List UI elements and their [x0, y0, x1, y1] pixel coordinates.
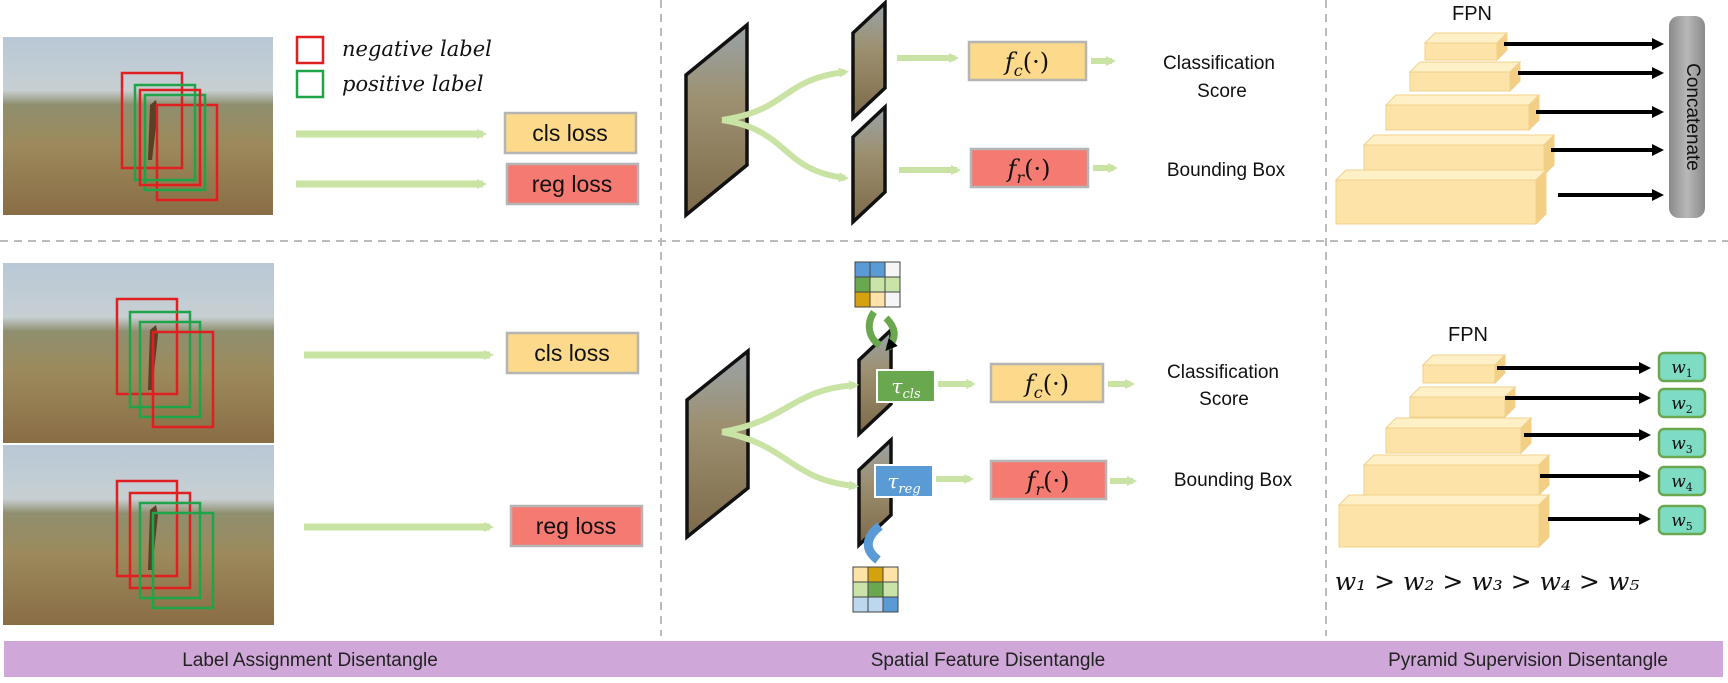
fpn-layer — [1384, 93, 1541, 132]
cls-offset-arrowhead — [883, 315, 898, 352]
head-input-arrows-bottom — [936, 379, 976, 484]
weight-box-2: w2 — [1657, 387, 1707, 419]
svg-text:fr(·): fr(·) — [1025, 467, 1070, 499]
fpn-layer — [1337, 493, 1551, 549]
fpn-title-top: FPN — [1452, 3, 1492, 25]
outputs-top: Classification Score Bounding Box — [1163, 53, 1286, 181]
weight-label: w2 — [1671, 394, 1693, 416]
dividers — [0, 0, 1728, 636]
feature-map-reg-top — [851, 102, 887, 227]
split-arrows-bottom — [721, 380, 859, 491]
cls-loss-label: cls loss — [532, 120, 607, 146]
fpn-layer — [1362, 453, 1551, 497]
feature-map-cls-bottom — [857, 325, 893, 439]
outputs-bottom: Classification Score Bounding Box — [1167, 362, 1293, 491]
split-arrows-top — [721, 53, 961, 183]
fpn-layer — [1408, 60, 1522, 93]
fpn-layer — [1362, 133, 1556, 177]
giraffe-image-bottom-reg — [3, 445, 274, 625]
feature-map-input-bottom — [685, 347, 750, 541]
svg-text:fc(·): fc(·) — [1023, 370, 1069, 402]
weight-inequality: w₁ > w₂ > w₃ > w₄ > w₅ — [1335, 567, 1639, 596]
bbox-label: Bounding Box — [1167, 160, 1286, 181]
legend: negative label positive label — [295, 35, 492, 99]
svg-text:τcls: τcls — [891, 374, 921, 402]
fpn-layer — [1423, 31, 1509, 62]
fpn-pyramid-top — [1334, 31, 1664, 226]
weight-label: w5 — [1671, 511, 1693, 533]
fpn-layer — [1384, 416, 1533, 455]
offset-grid-bottom — [852, 566, 899, 613]
arrows-top-left — [296, 129, 487, 189]
feature-map-cls-top — [851, 0, 887, 123]
svg-text:cls loss: cls loss — [534, 340, 609, 366]
footer-label-right: Pyramid Supervision Disentangle — [1388, 650, 1668, 671]
weight-label: w1 — [1671, 358, 1693, 380]
fr-head-top: fr(·) — [969, 147, 1090, 189]
reg-offset-arrow — [863, 522, 883, 564]
weight-box-3: w3 — [1657, 427, 1707, 459]
cls-loss-box-top: cls loss — [503, 111, 638, 155]
weight-boxes: w1 w2 w3 w4 w5 — [1657, 351, 1707, 536]
reg-loss-label: reg loss — [532, 171, 613, 197]
fpn-layer — [1408, 385, 1517, 419]
footer-bar — [4, 641, 1723, 677]
classification-label: Classification — [1163, 53, 1275, 74]
svg-text:reg loss: reg loss — [536, 513, 617, 539]
fc-head-bottom: fc(·) — [989, 362, 1105, 404]
arrows-bottom-left — [304, 350, 494, 532]
giraffe-image-top — [3, 37, 273, 215]
svg-text:Bounding Box: Bounding Box — [1174, 470, 1293, 491]
svg-text:Score: Score — [1199, 389, 1249, 410]
reg-loss-box-top: reg loss — [505, 162, 640, 206]
footer-label-middle: Spatial Feature Disentangle — [871, 650, 1105, 671]
negative-legend-label: negative label — [342, 37, 492, 61]
fpn-title-bottom: FPN — [1448, 324, 1488, 346]
svg-text:τreg: τreg — [887, 469, 920, 497]
positive-legend-swatch — [295, 69, 325, 99]
fpn-pyramid-bottom — [1337, 353, 1651, 549]
fc-head-top: fc(·) — [967, 40, 1088, 82]
weight-label: w4 — [1671, 472, 1693, 494]
weight-box-5: w5 — [1657, 504, 1707, 536]
fr-head-bottom: fr(·) — [989, 459, 1108, 501]
offset-grid-top — [854, 261, 901, 308]
head-output-arrows-top — [1091, 56, 1118, 173]
cls-loss-box-bottom: cls loss — [505, 331, 640, 375]
concatenate-block: Concatenate — [1669, 16, 1705, 218]
fpn-layer — [1334, 168, 1548, 226]
negative-legend-swatch — [295, 35, 325, 65]
concatenate-label: Concatenate — [1682, 63, 1703, 171]
giraffe-image-bottom-cls — [3, 263, 274, 443]
head-output-arrows-bottom — [1108, 379, 1137, 486]
tau-reg-box: τreg — [874, 464, 934, 498]
tau-cls-box: τcls — [876, 369, 936, 403]
svg-text:Classification: Classification — [1167, 362, 1279, 383]
footer-label-left: Label Assignment Disentangle — [182, 650, 438, 671]
cls-offset-arrow — [865, 310, 882, 349]
reg-loss-box-bottom: reg loss — [509, 504, 644, 548]
svg-text:fc(·): fc(·) — [1003, 48, 1049, 80]
feature-map-input-top — [684, 21, 749, 219]
positive-legend-label: positive label — [342, 72, 484, 96]
fpn-layer — [1421, 353, 1507, 385]
weight-box-4: w4 — [1657, 465, 1707, 497]
score-label: Score — [1197, 81, 1247, 102]
weight-box-1: w1 — [1657, 351, 1707, 383]
svg-text:fr(·): fr(·) — [1006, 155, 1051, 187]
weight-label: w3 — [1671, 434, 1693, 456]
